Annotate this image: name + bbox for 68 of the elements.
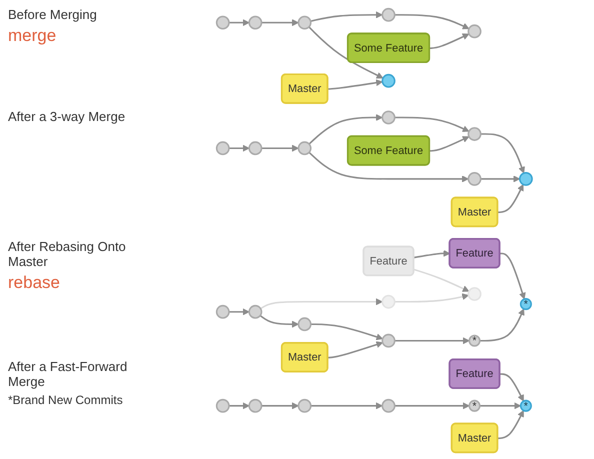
arrow — [262, 402, 299, 410]
arrow — [308, 152, 469, 182]
arrow — [394, 293, 469, 303]
node-circle: * — [520, 400, 532, 412]
node-circle — [382, 74, 396, 88]
node-circle — [382, 398, 396, 413]
arrow — [500, 373, 524, 402]
command-label: rebase — [8, 272, 61, 293]
node-circle — [248, 16, 262, 30]
arrow — [394, 337, 470, 344]
node-circle — [382, 8, 396, 22]
arrow — [229, 402, 250, 410]
arrow — [480, 308, 525, 342]
arrow — [262, 19, 299, 26]
arrow — [498, 184, 524, 214]
node-circle — [468, 24, 482, 38]
section-heading: Before Merging — [8, 6, 98, 22]
arrow — [394, 402, 470, 410]
node-circle — [298, 16, 312, 30]
arrow — [229, 144, 250, 152]
arrow — [480, 402, 522, 410]
section-heading: After a Fast-Forward Merge — [8, 359, 128, 390]
arrow — [310, 11, 383, 22]
node-circle — [468, 127, 482, 141]
node-circle — [298, 141, 312, 156]
node-circle — [298, 398, 312, 413]
node-circle — [468, 172, 482, 186]
arrow — [260, 314, 299, 328]
arrow — [260, 298, 383, 310]
node-circle: * — [520, 298, 532, 310]
node-circle — [298, 317, 312, 332]
arrow — [308, 114, 383, 145]
node-circle — [216, 16, 230, 30]
node-circle — [248, 304, 262, 319]
node-circle — [519, 172, 533, 186]
node-circle — [216, 304, 230, 319]
node-circle — [382, 334, 396, 348]
node-circle — [382, 294, 396, 309]
section-heading: After Rebasing Onto Master — [8, 238, 127, 269]
arrow — [414, 268, 470, 292]
arrow — [480, 133, 526, 174]
arrow — [394, 14, 470, 30]
node-circle — [216, 398, 230, 413]
node-circle: * — [468, 334, 481, 347]
footnote-text: *Brand New Commits — [8, 393, 124, 408]
arrow — [328, 341, 384, 358]
arrow — [328, 79, 383, 90]
arrow — [229, 308, 250, 316]
node-circle: * — [468, 400, 481, 412]
arrow — [308, 26, 384, 78]
arrow — [310, 323, 384, 340]
arrow — [480, 176, 520, 182]
node-circle — [248, 141, 262, 156]
arrow — [310, 402, 383, 410]
node-circle — [216, 141, 230, 156]
arrow — [430, 33, 470, 50]
arrow — [229, 19, 250, 26]
arrow — [414, 250, 450, 258]
arrow — [498, 410, 524, 440]
node-circle — [468, 287, 482, 301]
arrow — [394, 116, 470, 132]
section-heading: After a 3-way Merge — [8, 109, 126, 124]
arrow — [500, 252, 526, 300]
node-circle — [248, 398, 262, 413]
command-label: merge — [8, 26, 58, 46]
arrow — [262, 144, 299, 152]
node-circle — [382, 110, 396, 124]
arrow — [430, 136, 470, 152]
